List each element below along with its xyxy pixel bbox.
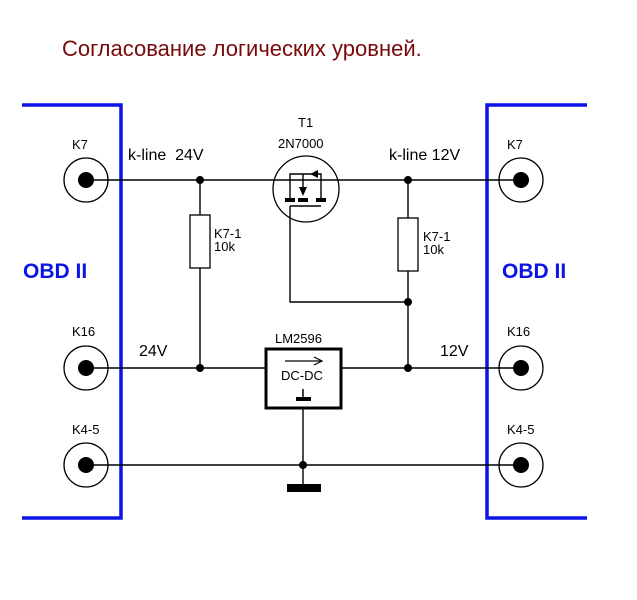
kline-left-label: k-line 24V [128,147,204,164]
power-right-label: 12V [440,343,469,360]
resistor-right-value: 10k [423,242,444,257]
regulator-lm2596: LM2596 DC-DC [264,331,343,487]
left-pin-k7-label: K7 [72,137,88,152]
ground-net [86,461,521,492]
ground-symbol-icon-bar [296,397,311,401]
left-obd-block: OBD II [22,103,123,520]
left-pin-k16-label: K16 [72,324,95,339]
resistor-right-ref: K7-1 [423,229,450,244]
mosfet-body-segment [298,198,308,202]
right-pin-k16: K16 [498,324,544,391]
kline-right-label: k-line 12V [389,147,460,164]
power-left-label: 24V [139,343,168,360]
left-pin-k4-5: K4-5 [63,422,109,488]
resistor-left-ref: K7-1 [214,226,241,241]
right-obd-block: OBD II [485,103,587,520]
junction-dot [404,364,412,372]
resistor-left: K7-1 10k [189,180,241,368]
mosfet-drain-segment [285,198,295,202]
resistor-right: K7-1 10k [397,180,450,368]
mosfet-arrow-icon [310,170,318,178]
left-pin-k16: K16 [63,324,109,391]
transistor-part: 2N7000 [278,136,324,151]
left-pin-k4-5-label: K4-5 [72,422,99,437]
transistor-t1: T1 2N7000 [272,115,412,306]
left-block-outline [22,103,123,520]
arrow-right-icon-head [313,356,324,366]
mosfet-channel [289,173,322,198]
mosfet-arrow-icon [299,187,307,196]
left-pin-k7: K7 [63,137,109,203]
right-pin-k4-5: K4-5 [498,422,544,488]
right-pin-k4-5-label: K4-5 [507,422,534,437]
right-pin-k7-label: K7 [507,137,523,152]
junction-dot [196,364,204,372]
right-pin-k16-label: K16 [507,324,530,339]
resistor-left-value: 10k [214,239,235,254]
left-obd-label: OBD II [23,260,87,283]
transistor-ref: T1 [298,115,313,130]
diagram-title: Согласование логических уровней. [62,36,422,61]
regulator-function: DC-DC [281,368,323,383]
mosfet-source-segment [316,198,326,202]
junction-dot [299,461,307,469]
right-block-outline [485,103,587,520]
gate-wire [289,206,408,303]
power-net: 24V 12V [86,343,521,372]
ground-icon [287,484,321,492]
regulator-part: LM2596 [275,331,322,346]
right-pin-k7: K7 [498,137,544,203]
right-obd-label: OBD II [502,260,566,283]
resistor-body-icon [189,214,211,269]
resistor-body-icon [397,217,419,272]
